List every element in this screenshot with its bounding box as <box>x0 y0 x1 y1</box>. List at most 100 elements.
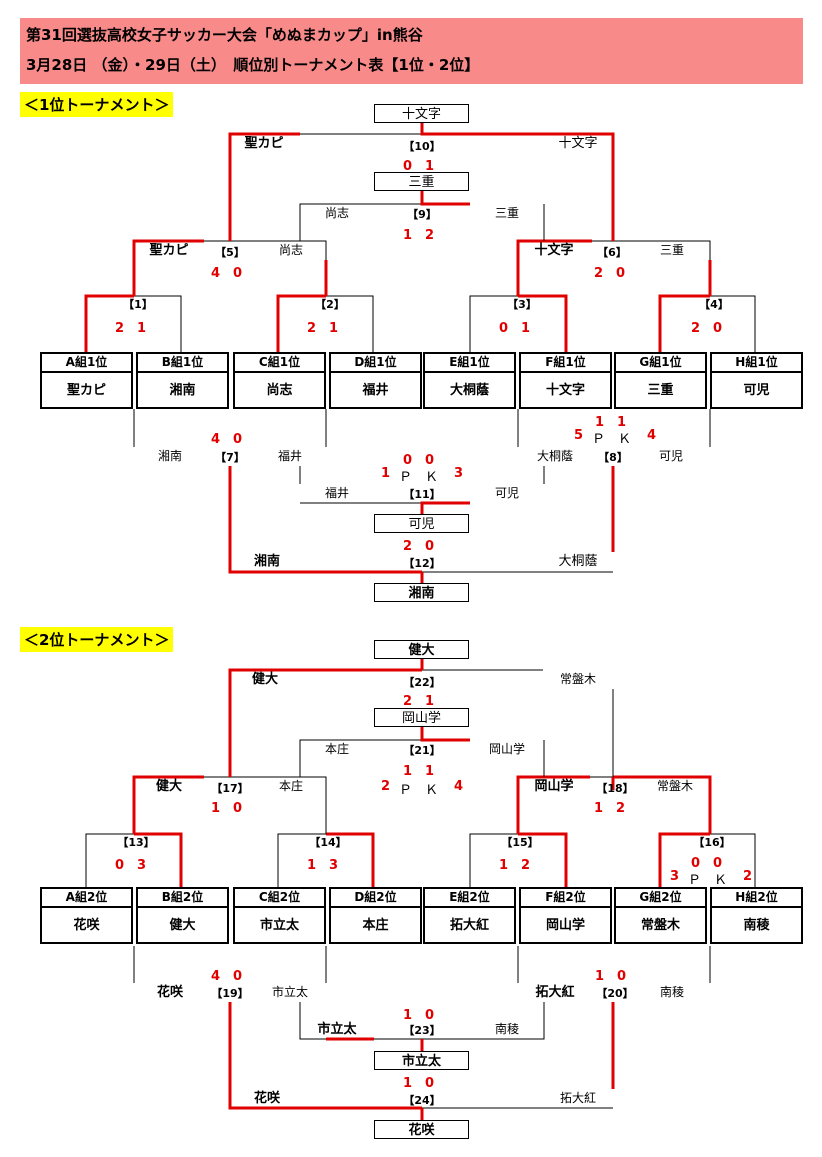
team-name: 市立太 <box>271 985 308 999</box>
match-label: 【2】 <box>315 298 345 311</box>
match-score: 1 0 <box>403 1076 435 1091</box>
team-name: 可児 <box>494 486 519 500</box>
team-name: 大桐蔭 <box>536 449 573 463</box>
pk-text: Ｐ Ｋ <box>399 783 439 798</box>
winner-path-line <box>658 294 710 352</box>
champion-box: 湘南 <box>374 583 469 602</box>
bracket-line <box>256 240 327 260</box>
winner-path-line <box>132 239 204 296</box>
match-score: 0 1 <box>403 159 435 174</box>
match-score: 2 0 <box>594 266 626 281</box>
winner-path-line <box>516 239 592 296</box>
bracket-line <box>299 203 374 241</box>
team-name: 可児 <box>658 449 683 463</box>
team-name: 拓大紅 <box>559 1091 596 1105</box>
bracket-line <box>469 833 518 887</box>
bracket-line <box>85 833 134 887</box>
team-name: 三重 <box>659 243 684 257</box>
pk-score-a: 1 <box>381 466 391 481</box>
team-name: 尚志 <box>278 243 303 257</box>
team-name: 福井 <box>324 486 349 500</box>
match-score: 2 1 <box>115 321 147 336</box>
team-box-e1: E組1位大桐蔭 <box>423 352 516 409</box>
section-title-second: ＜2位トーナメント＞ <box>20 627 174 652</box>
champion-box: 花咲 <box>374 1120 469 1139</box>
match-label: 【18】 <box>596 782 634 795</box>
team-name: 尚志 <box>324 206 349 220</box>
bracket-line <box>277 833 326 887</box>
section-title-first: ＜1位トーナメント＞ <box>20 92 174 117</box>
team-name: 本庄 <box>278 779 303 793</box>
pk-text: Ｐ Ｋ <box>592 432 632 447</box>
team-name: 市立太 <box>317 1022 357 1037</box>
match-label: 【16】 <box>693 836 731 849</box>
match-label: 【23】 <box>403 1024 441 1037</box>
match-label: 【17】 <box>211 782 249 795</box>
team-box-h1: H組1位可児 <box>710 352 803 409</box>
team-name: 岡山学 <box>534 779 574 794</box>
match-label: 【19】 <box>211 987 249 1000</box>
match-score: 0 0 <box>403 453 435 468</box>
team-box-f2: F組2位岡山学 <box>519 887 612 944</box>
winner-path-line <box>134 832 183 887</box>
team-name: 健大 <box>251 672 278 687</box>
winner-path-line <box>326 832 375 887</box>
winner-path-line <box>658 832 710 887</box>
team-name: 湘南 <box>253 554 280 569</box>
pk-score-b: 4 <box>454 779 464 794</box>
match-score: 1 2 <box>403 228 435 243</box>
team-name: 聖カピ <box>149 243 189 258</box>
team-name: 大桐蔭 <box>558 554 598 569</box>
bracket-line <box>469 295 518 352</box>
bracket-line <box>326 295 374 352</box>
team-name: 花咲 <box>253 1091 280 1106</box>
match-label: 【21】 <box>403 744 441 757</box>
team-name: 岡山学 <box>488 742 525 756</box>
page-title: 第31回選抜高校女子サッカー大会「めぬまカップ」in熊谷 <box>26 26 423 44</box>
team-name: 花咲 <box>156 985 183 1000</box>
winner-path-line <box>228 466 422 574</box>
match-score: 4 0 <box>211 432 243 447</box>
winner-path-line <box>516 775 590 834</box>
winner-box: 可児 <box>374 514 469 533</box>
winner-path-line <box>518 832 568 887</box>
match-label: 【22】 <box>403 676 441 689</box>
team-box-a2: A組2位花咲 <box>40 887 133 944</box>
match-label: 【20】 <box>596 987 634 1000</box>
match-label: 【8】 <box>598 451 628 464</box>
match-score: 2 1 <box>307 321 339 336</box>
match-score: 0 1 <box>499 321 531 336</box>
pk-score-b: 2 <box>743 869 753 884</box>
team-box-h2: H組2位南稜 <box>710 887 803 944</box>
match-label: 【13】 <box>117 836 155 849</box>
team-name: 常盤木 <box>559 672 596 686</box>
bracket-line <box>422 1002 545 1040</box>
match-label: 【3】 <box>507 298 537 311</box>
winner-path-line <box>613 775 712 834</box>
bracket-line <box>710 833 756 887</box>
team-name: 十文字 <box>534 243 574 258</box>
match-label: 【5】 <box>215 246 245 259</box>
team-box-b2: B組2位健大 <box>136 887 229 944</box>
match-score: 1 3 <box>307 858 339 873</box>
pk-text: Ｐ Ｋ <box>399 470 439 485</box>
winner-path-line <box>276 294 326 352</box>
match-score: 1 0 <box>403 1008 435 1023</box>
match-label: 【12】 <box>403 557 441 570</box>
bracket-line <box>204 776 327 834</box>
winner-path-line <box>420 727 470 742</box>
team-box-d1: D組1位福井 <box>329 352 422 409</box>
winner-path-line <box>420 123 613 136</box>
team-name: 常盤木 <box>656 779 693 793</box>
team-box-g1: G組1位三重 <box>614 352 707 409</box>
team-box-e2: E組2位拓大紅 <box>423 887 516 944</box>
page-header: 第31回選抜高校女子サッカー大会「めぬまカップ」in熊谷 3月28日 （金）・2… <box>20 18 803 84</box>
match-label: 【24】 <box>403 1094 441 1107</box>
match-label: 【11】 <box>403 488 441 501</box>
team-name: 南稜 <box>494 1022 519 1036</box>
team-box-g2: G組2位常盤木 <box>614 887 707 944</box>
team-name: 健大 <box>155 779 182 794</box>
team-box-c2: C組2位市立太 <box>233 887 326 944</box>
pk-score-a: 3 <box>670 869 680 884</box>
